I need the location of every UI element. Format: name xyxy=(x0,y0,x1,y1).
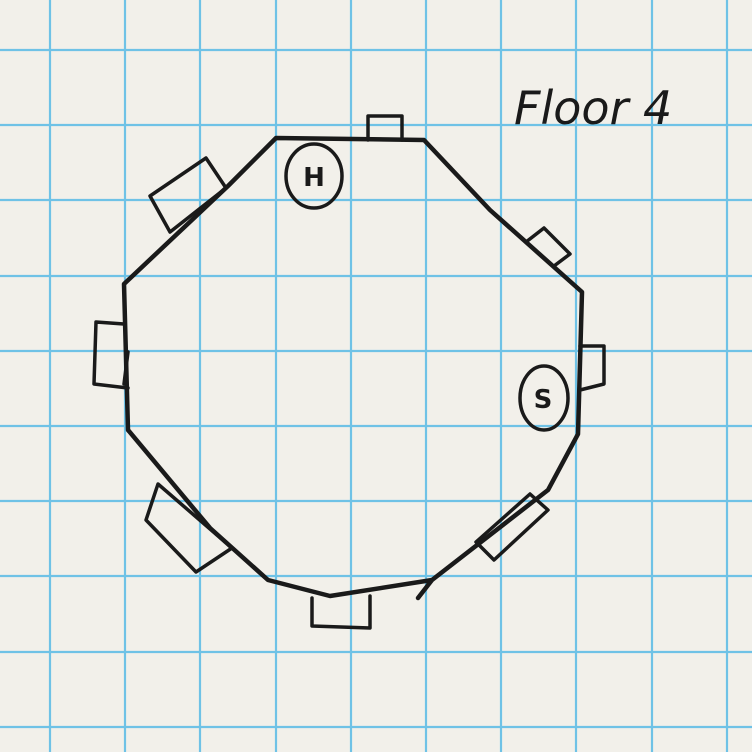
window-lower-right xyxy=(474,492,550,562)
window-left xyxy=(92,320,130,390)
floor-outline xyxy=(121,135,585,601)
window-top xyxy=(366,114,404,142)
floor-title: Floor 4 xyxy=(514,81,672,135)
marker-s-label: S xyxy=(534,385,553,415)
window-bottom xyxy=(310,594,372,630)
marker-h: H xyxy=(284,142,344,210)
window-lower-left xyxy=(144,482,234,574)
window-upper-right xyxy=(524,226,572,268)
marker-h-label: H xyxy=(303,163,325,193)
marker-s: S xyxy=(518,364,570,432)
window-right xyxy=(578,344,606,392)
window-upper-left xyxy=(148,156,228,234)
